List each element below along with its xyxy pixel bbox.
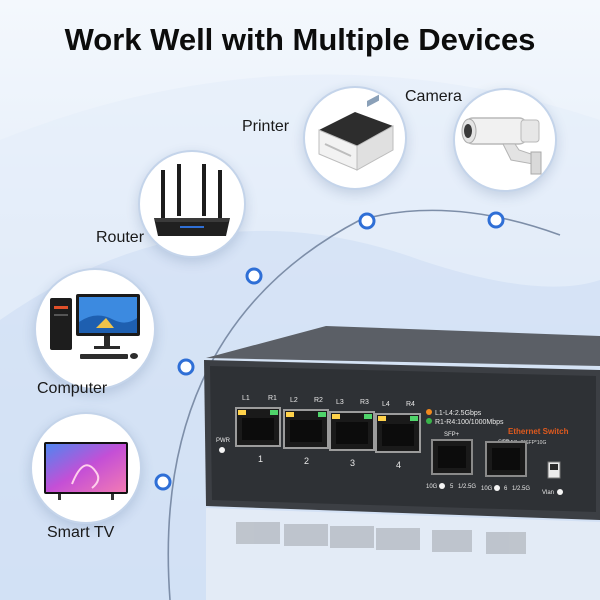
router-label: Router [96, 229, 145, 246]
arc-dot-computer [177, 358, 195, 376]
led-label: R2 [314, 397, 323, 404]
pwr-led [219, 447, 225, 453]
vlan-label: Vlan [542, 490, 554, 496]
port-number: 3 [350, 458, 355, 468]
led-label: L4 [382, 401, 390, 408]
camera-label: Camera [405, 88, 462, 105]
legend-dot-green [426, 418, 432, 424]
smart-tv-device-circle [30, 412, 142, 524]
arc-dot-router [245, 267, 263, 285]
router-icon [154, 164, 230, 236]
sfp-speed-10g: 10G [481, 486, 493, 492]
legend-l-text: L1-L4:2.5Gbps [435, 410, 482, 417]
led-label: R3 [360, 399, 369, 406]
legend-r-text: R1-R4:100/1000Mbps [435, 419, 504, 426]
switch-brand-label: Ethernet Switch [508, 427, 569, 436]
page-headline: Work Well with Multiple Devices [64, 22, 536, 57]
sfp-port-number: 5 [450, 484, 454, 490]
sfp-speed-10g: 10G [426, 484, 438, 490]
port-number: 4 [396, 460, 401, 470]
rj45-ports [235, 407, 421, 453]
printer-device-circle [303, 86, 407, 190]
printer-label: Printer [242, 118, 290, 135]
router-device-circle [138, 150, 246, 258]
legend-dot-orange [426, 409, 432, 415]
port-number: 1 [258, 454, 263, 464]
camera-device-circle [453, 88, 557, 192]
sfp-label-1: SFP+ [444, 432, 460, 438]
port-number: 2 [304, 456, 309, 466]
printer-icon [318, 94, 394, 171]
smart-tv-label: Smart TV [47, 524, 115, 541]
switch-top-face [206, 326, 600, 366]
computer-icon [50, 294, 140, 359]
arc-dot-smart-tv [154, 473, 172, 491]
pwr-label: PWR [216, 438, 231, 444]
arc-dot-camera [487, 211, 505, 229]
sfp-speed-low: 1/2.5G [512, 486, 530, 492]
led-label: R4 [406, 401, 415, 408]
camera-icon [461, 117, 542, 175]
sfp-speed-low: 1/2.5G [458, 484, 476, 490]
sfp-port-number: 6 [504, 486, 508, 492]
smart-tv-icon [44, 442, 128, 500]
led-label: L3 [336, 399, 344, 406]
led-label: L1 [242, 395, 250, 402]
computer-device-circle [34, 268, 156, 390]
arc-dot-printer [358, 212, 376, 230]
switch-reflection [206, 508, 600, 600]
led-label: L2 [290, 397, 298, 404]
ethernet-switch: L1 R1 L2 R2 L3 R3 L4 R4 1 2 3 4 PWR L1-L… [204, 326, 600, 600]
led-label: R1 [268, 395, 277, 402]
computer-label: Computer [37, 380, 108, 397]
